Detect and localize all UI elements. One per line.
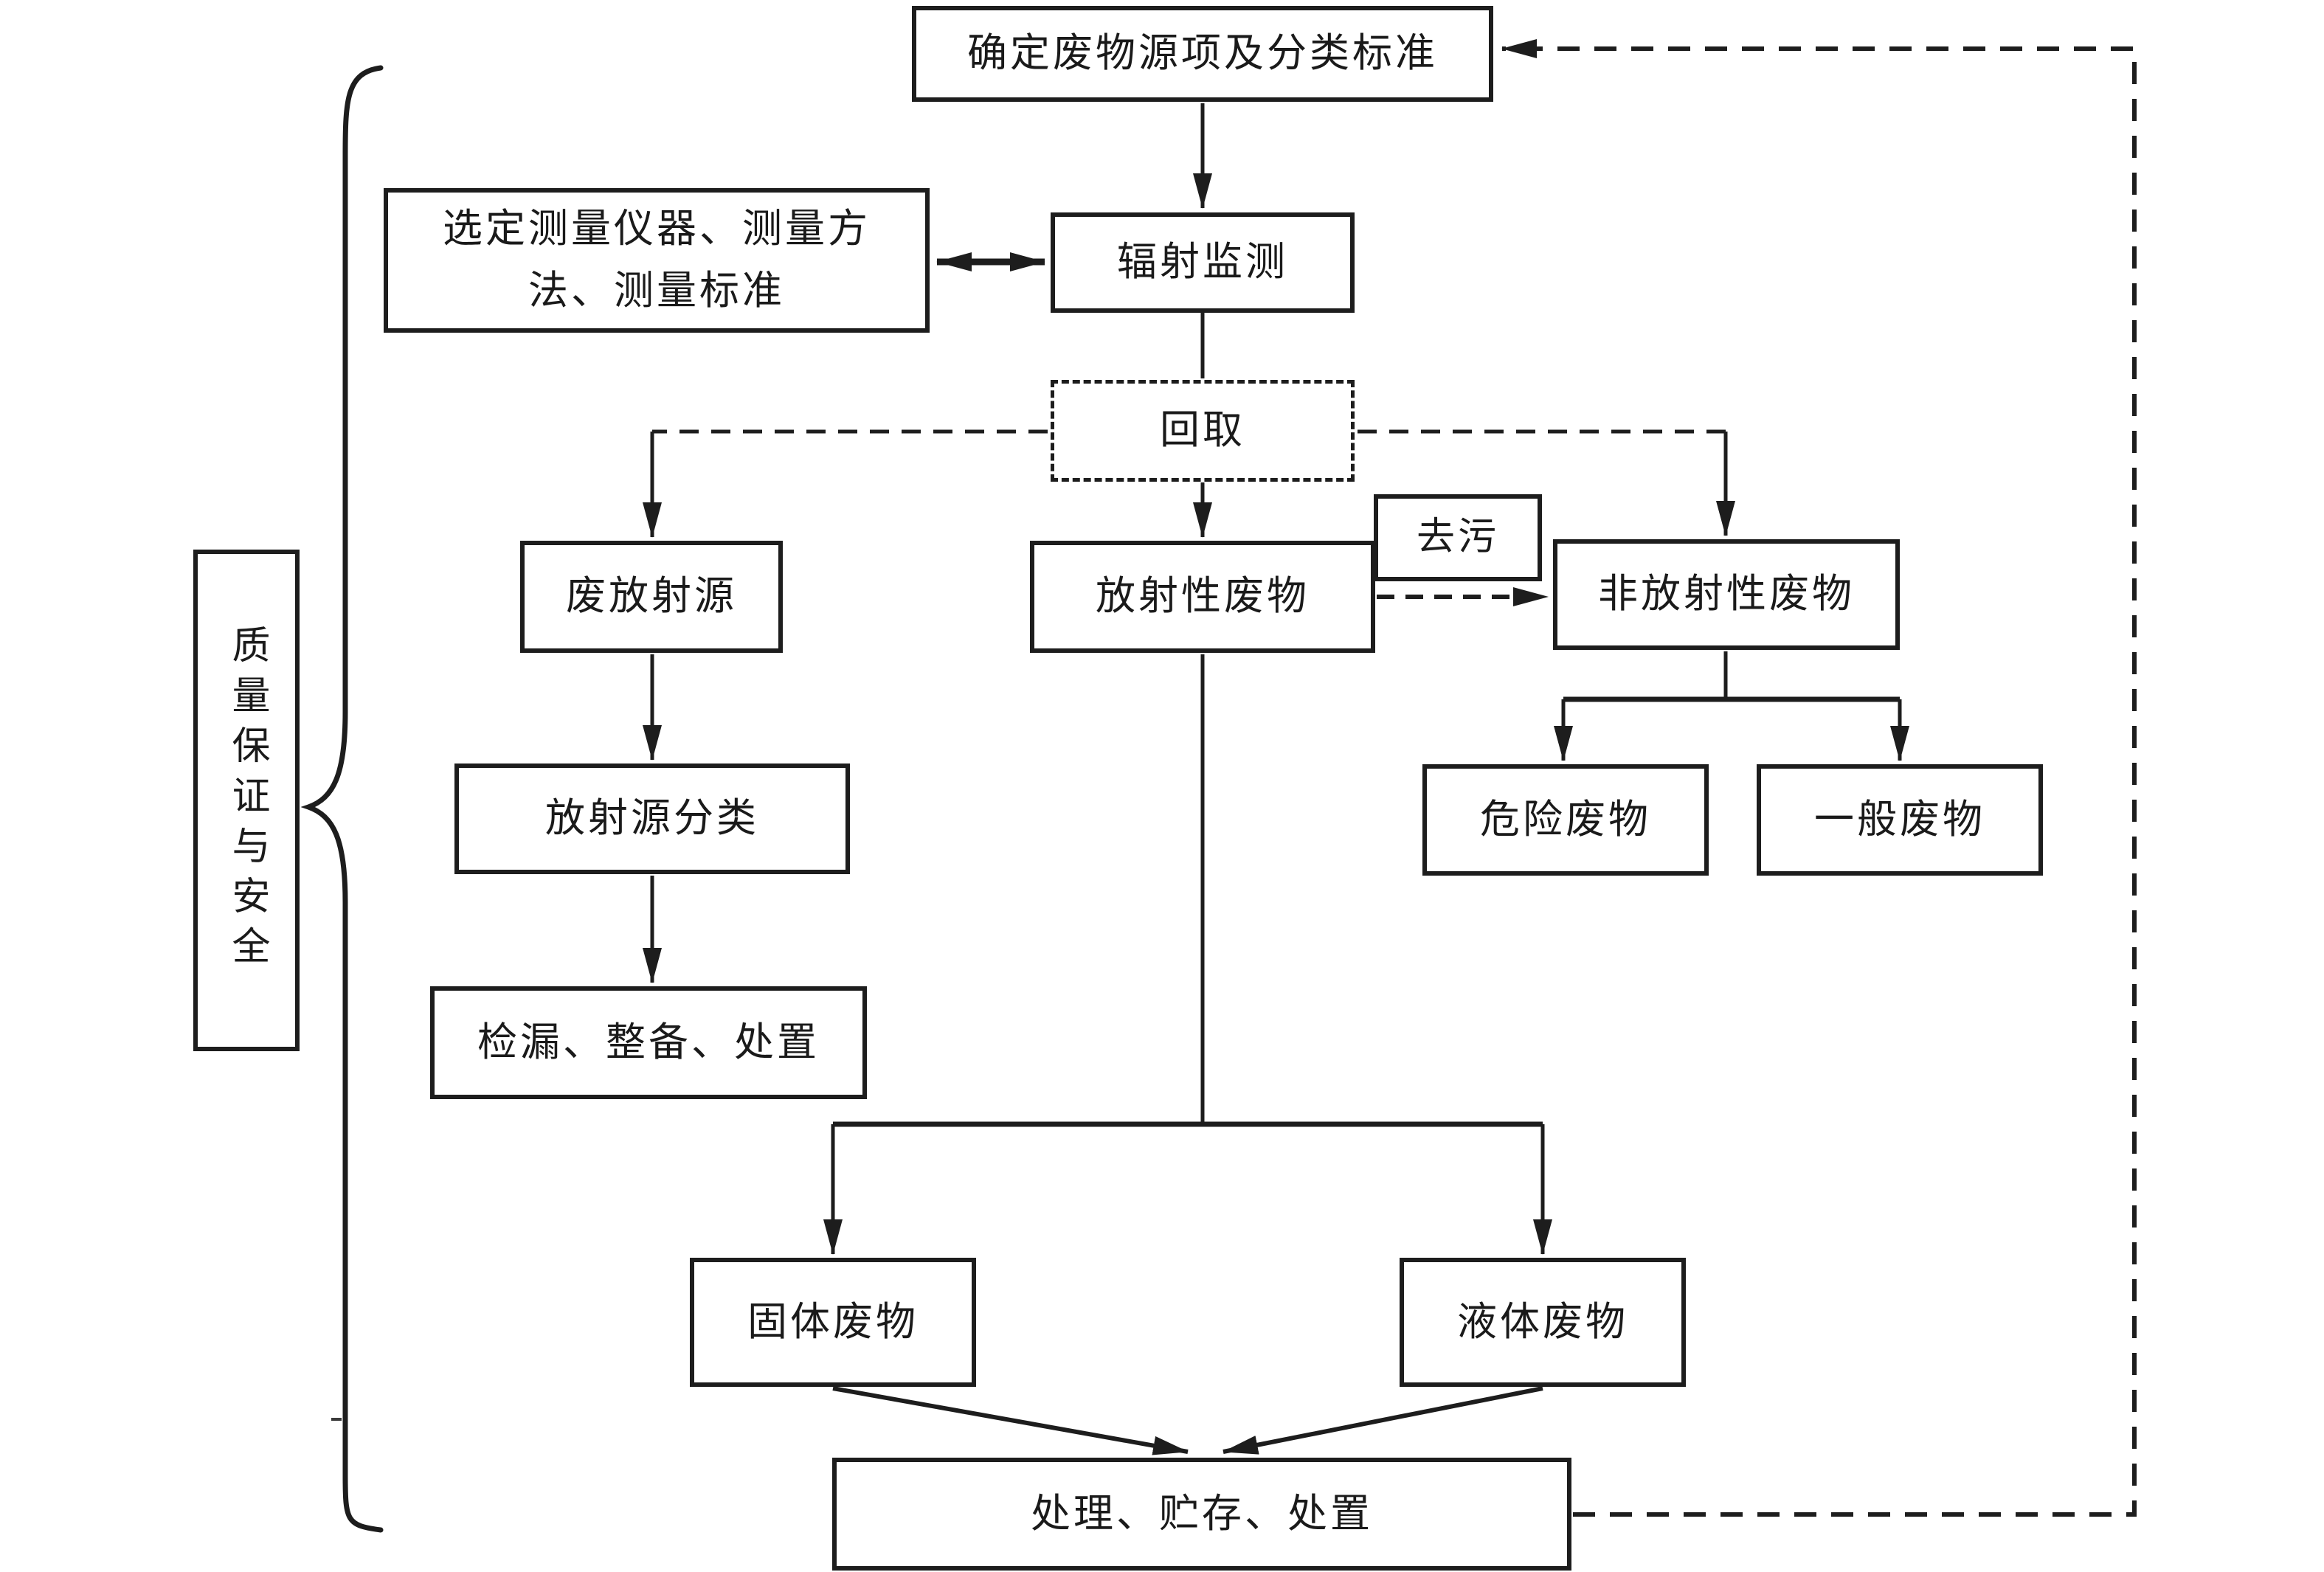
node-quality-assurance-safety: 质量保证与安全: [193, 550, 300, 1051]
node-liquid-waste-label: 液体废物: [1457, 1299, 1628, 1344]
node-radiation-monitoring: 辐射监测: [1051, 212, 1355, 313]
node-treatment-storage-disposal: 处理、贮存、处置: [832, 1458, 1571, 1571]
node-decontamination: 去污: [1374, 494, 1542, 581]
node-general-waste: 一般废物: [1757, 764, 2043, 876]
node-leakcheck-label: 检漏、整备、处置: [477, 1019, 820, 1064]
node-select-measurement-line1: 选定测量仪器、测量方: [443, 207, 871, 252]
node-source-classification: 放射源分类: [454, 764, 850, 874]
arrow-solid-to-treatment: [832, 1386, 1189, 1455]
arrow-liquid-to-treatment: [1222, 1386, 1543, 1455]
node-waste-radioactive-source-label: 废放射源: [566, 574, 737, 619]
node-select-measurement: 选定测量仪器、测量方 法、测量标准: [384, 188, 930, 333]
node-leakcheck-conditioning-disposal: 检漏、整备、处置: [430, 986, 867, 1099]
node-select-measurement-line2: 法、测量标准: [528, 269, 785, 313]
node-decontamination-label: 去污: [1416, 516, 1499, 558]
node-general-waste-label: 一般废物: [1814, 797, 1985, 842]
print-speck: [331, 1418, 342, 1421]
node-determine-waste-source-terms: 确定废物源项及分类标准: [912, 6, 1493, 102]
node-determine-label: 确定废物源项及分类标准: [967, 31, 1438, 76]
node-waste-radioactive-source: 废放射源: [520, 541, 783, 653]
node-solid-waste: 固体废物: [690, 1258, 976, 1387]
node-retrieval: 回取: [1051, 380, 1355, 482]
node-liquid-waste: 液体废物: [1400, 1258, 1686, 1387]
node-non-radioactive-waste: 非放射性废物: [1553, 539, 1900, 650]
node-solid-waste-label: 固体废物: [747, 1299, 919, 1344]
qa-brace: [300, 65, 384, 1533]
node-radioactive-waste: 放射性废物: [1030, 541, 1375, 653]
node-treatment-label: 处理、贮存、处置: [1031, 1491, 1373, 1536]
node-hazardous-waste: 危险废物: [1422, 764, 1709, 876]
node-retrieval-label: 回取: [1160, 408, 1245, 453]
node-hazardous-waste-label: 危险废物: [1480, 797, 1651, 842]
node-non-radioactive-waste-label: 非放射性废物: [1598, 572, 1855, 617]
node-radioactive-waste-label: 放射性废物: [1096, 574, 1310, 619]
node-source-classification-label: 放射源分类: [545, 796, 759, 841]
dashed-feedback-loop: [1501, 39, 2137, 1517]
node-radiation-monitoring-label: 辐射监测: [1117, 240, 1288, 285]
